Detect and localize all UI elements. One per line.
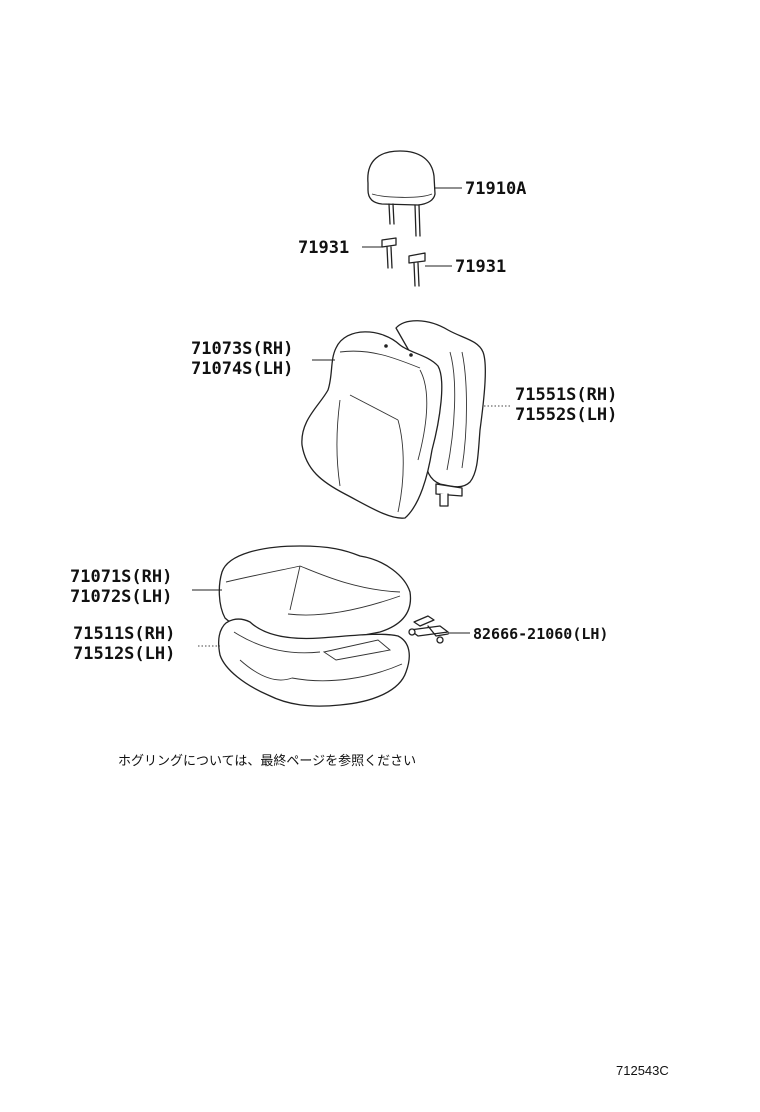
- hog-ring-clip-drawing: [408, 615, 470, 644]
- seat-cushion-cover-drawing: [198, 618, 410, 707]
- label-back-pad-lh: 71074S(LH): [191, 359, 293, 379]
- seat-cushion-pad-drawing: [192, 545, 412, 642]
- seat-back-pad-drawing: [301, 331, 512, 519]
- headrest-support-right-drawing: [408, 252, 452, 287]
- label-back-pad-rh: 71073S(RH): [191, 339, 293, 359]
- label-support-right: 71931: [455, 257, 506, 277]
- label-cushion-cover-lh: 71512S(LH): [73, 644, 175, 664]
- hog-ring-note: ホグリングについては、最終ページを参照ください: [118, 754, 417, 769]
- label-cushion-pad-rh: 71071S(RH): [70, 567, 172, 587]
- figure-number: 712543C: [616, 1063, 669, 1078]
- label-back-cover-rh: 71551S(RH): [515, 385, 617, 405]
- label-headrest: 71910A: [465, 179, 526, 199]
- label-support-left: 71931: [298, 238, 349, 258]
- headrest-drawing: [367, 150, 462, 237]
- headrest-support-left-drawing: [362, 237, 397, 269]
- label-cushion-pad-lh: 71072S(LH): [70, 587, 172, 607]
- label-cushion-cover-rh: 71511S(RH): [73, 624, 175, 644]
- label-hog-ring-part: 82666-21060(LH): [473, 625, 608, 643]
- label-back-cover-lh: 71552S(LH): [515, 405, 617, 425]
